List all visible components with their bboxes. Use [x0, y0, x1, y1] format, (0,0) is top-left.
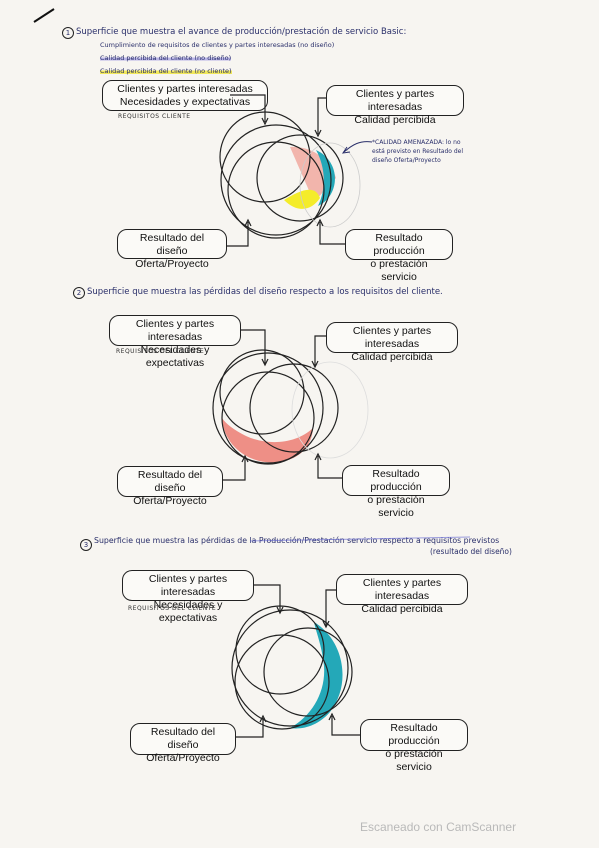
section2-arrow-quality — [314, 335, 326, 366]
section1-requirements-label: REQUISITOS CLIENTE — [118, 113, 191, 120]
section3-circle-design — [234, 634, 330, 730]
section2-circle-design — [221, 371, 315, 465]
section1-arrow-clients — [230, 94, 266, 122]
section3-arrow-clients — [254, 584, 281, 612]
section1-number: 1 — [62, 27, 74, 39]
section1-bullet-3: Calidad percibida del cliente (no client… — [100, 67, 232, 75]
section2-outer-circle — [212, 352, 324, 464]
camscanner-watermark: Escaneado con CamScanner — [360, 820, 517, 834]
section2-heading: Superficie que muestra las pérdidas del … — [87, 287, 443, 297]
section2-requirements-label: REQUISITOS DEL CLIENTE — [116, 348, 205, 355]
section3-heading-tail: (resultado del diseño) — [430, 547, 512, 556]
section2-circle-production — [249, 363, 339, 453]
section3-number: 3 — [80, 539, 92, 551]
section1-circle-production — [256, 134, 344, 222]
section1-arrow-design — [227, 222, 249, 247]
section1-faint-circle — [299, 142, 361, 228]
section1-annotation: *CALIDAD AMENAZADA: lo no está previsto … — [372, 139, 464, 164]
section3-arrow-quality — [325, 589, 336, 626]
section1-outer-circle — [220, 124, 332, 236]
section1-bullet-1: Cumplimiento de requisitos de clientes y… — [100, 41, 335, 49]
section3-circle-clients — [235, 605, 325, 695]
section1-annotation-arrow — [343, 141, 373, 153]
section1-arrow-quality — [317, 97, 326, 134]
section2-arrow-clients — [241, 329, 266, 364]
section1-bullet-2: Calidad percibida del cliente (no diseño… — [100, 54, 232, 62]
section3-arrow-design — [236, 718, 264, 738]
section1-arrow-production — [319, 222, 345, 245]
section2-arrow-design — [223, 458, 246, 481]
section3-outer-circle — [231, 609, 349, 727]
section1-circle-design — [227, 141, 325, 239]
section2-number: 2 — [73, 287, 85, 299]
section3-cyan-region — [290, 622, 343, 729]
section3-circle-production — [263, 627, 353, 717]
section3-requirements-label: REQUISITOS DEL CLIENTE — [128, 605, 217, 612]
section2-faint-circle — [291, 361, 369, 459]
section3-arrow-production — [331, 716, 360, 736]
section2-circle-clients — [219, 349, 305, 435]
section1-heading: Superficie que muestra el avance de prod… — [76, 27, 407, 37]
section2-arrow-production — [317, 456, 342, 479]
